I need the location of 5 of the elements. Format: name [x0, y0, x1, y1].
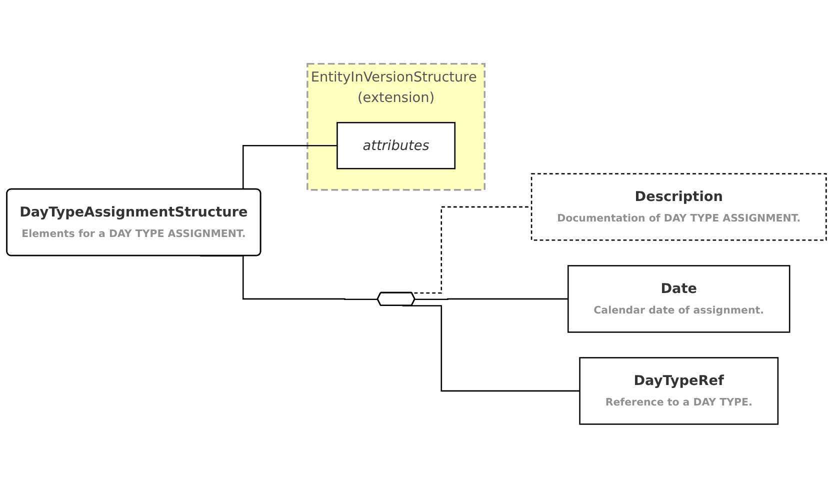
node-box: Description Documentation of DAY TYPE ASSIGNMENT. — [530, 173, 827, 241]
node-box: DayTypeRef Reference to a DAY TYPE. — [579, 357, 779, 425]
node-box: Date Calendar date of assignment. — [567, 265, 790, 333]
node-box: attributes — [336, 122, 456, 170]
connector — [415, 298, 568, 300]
